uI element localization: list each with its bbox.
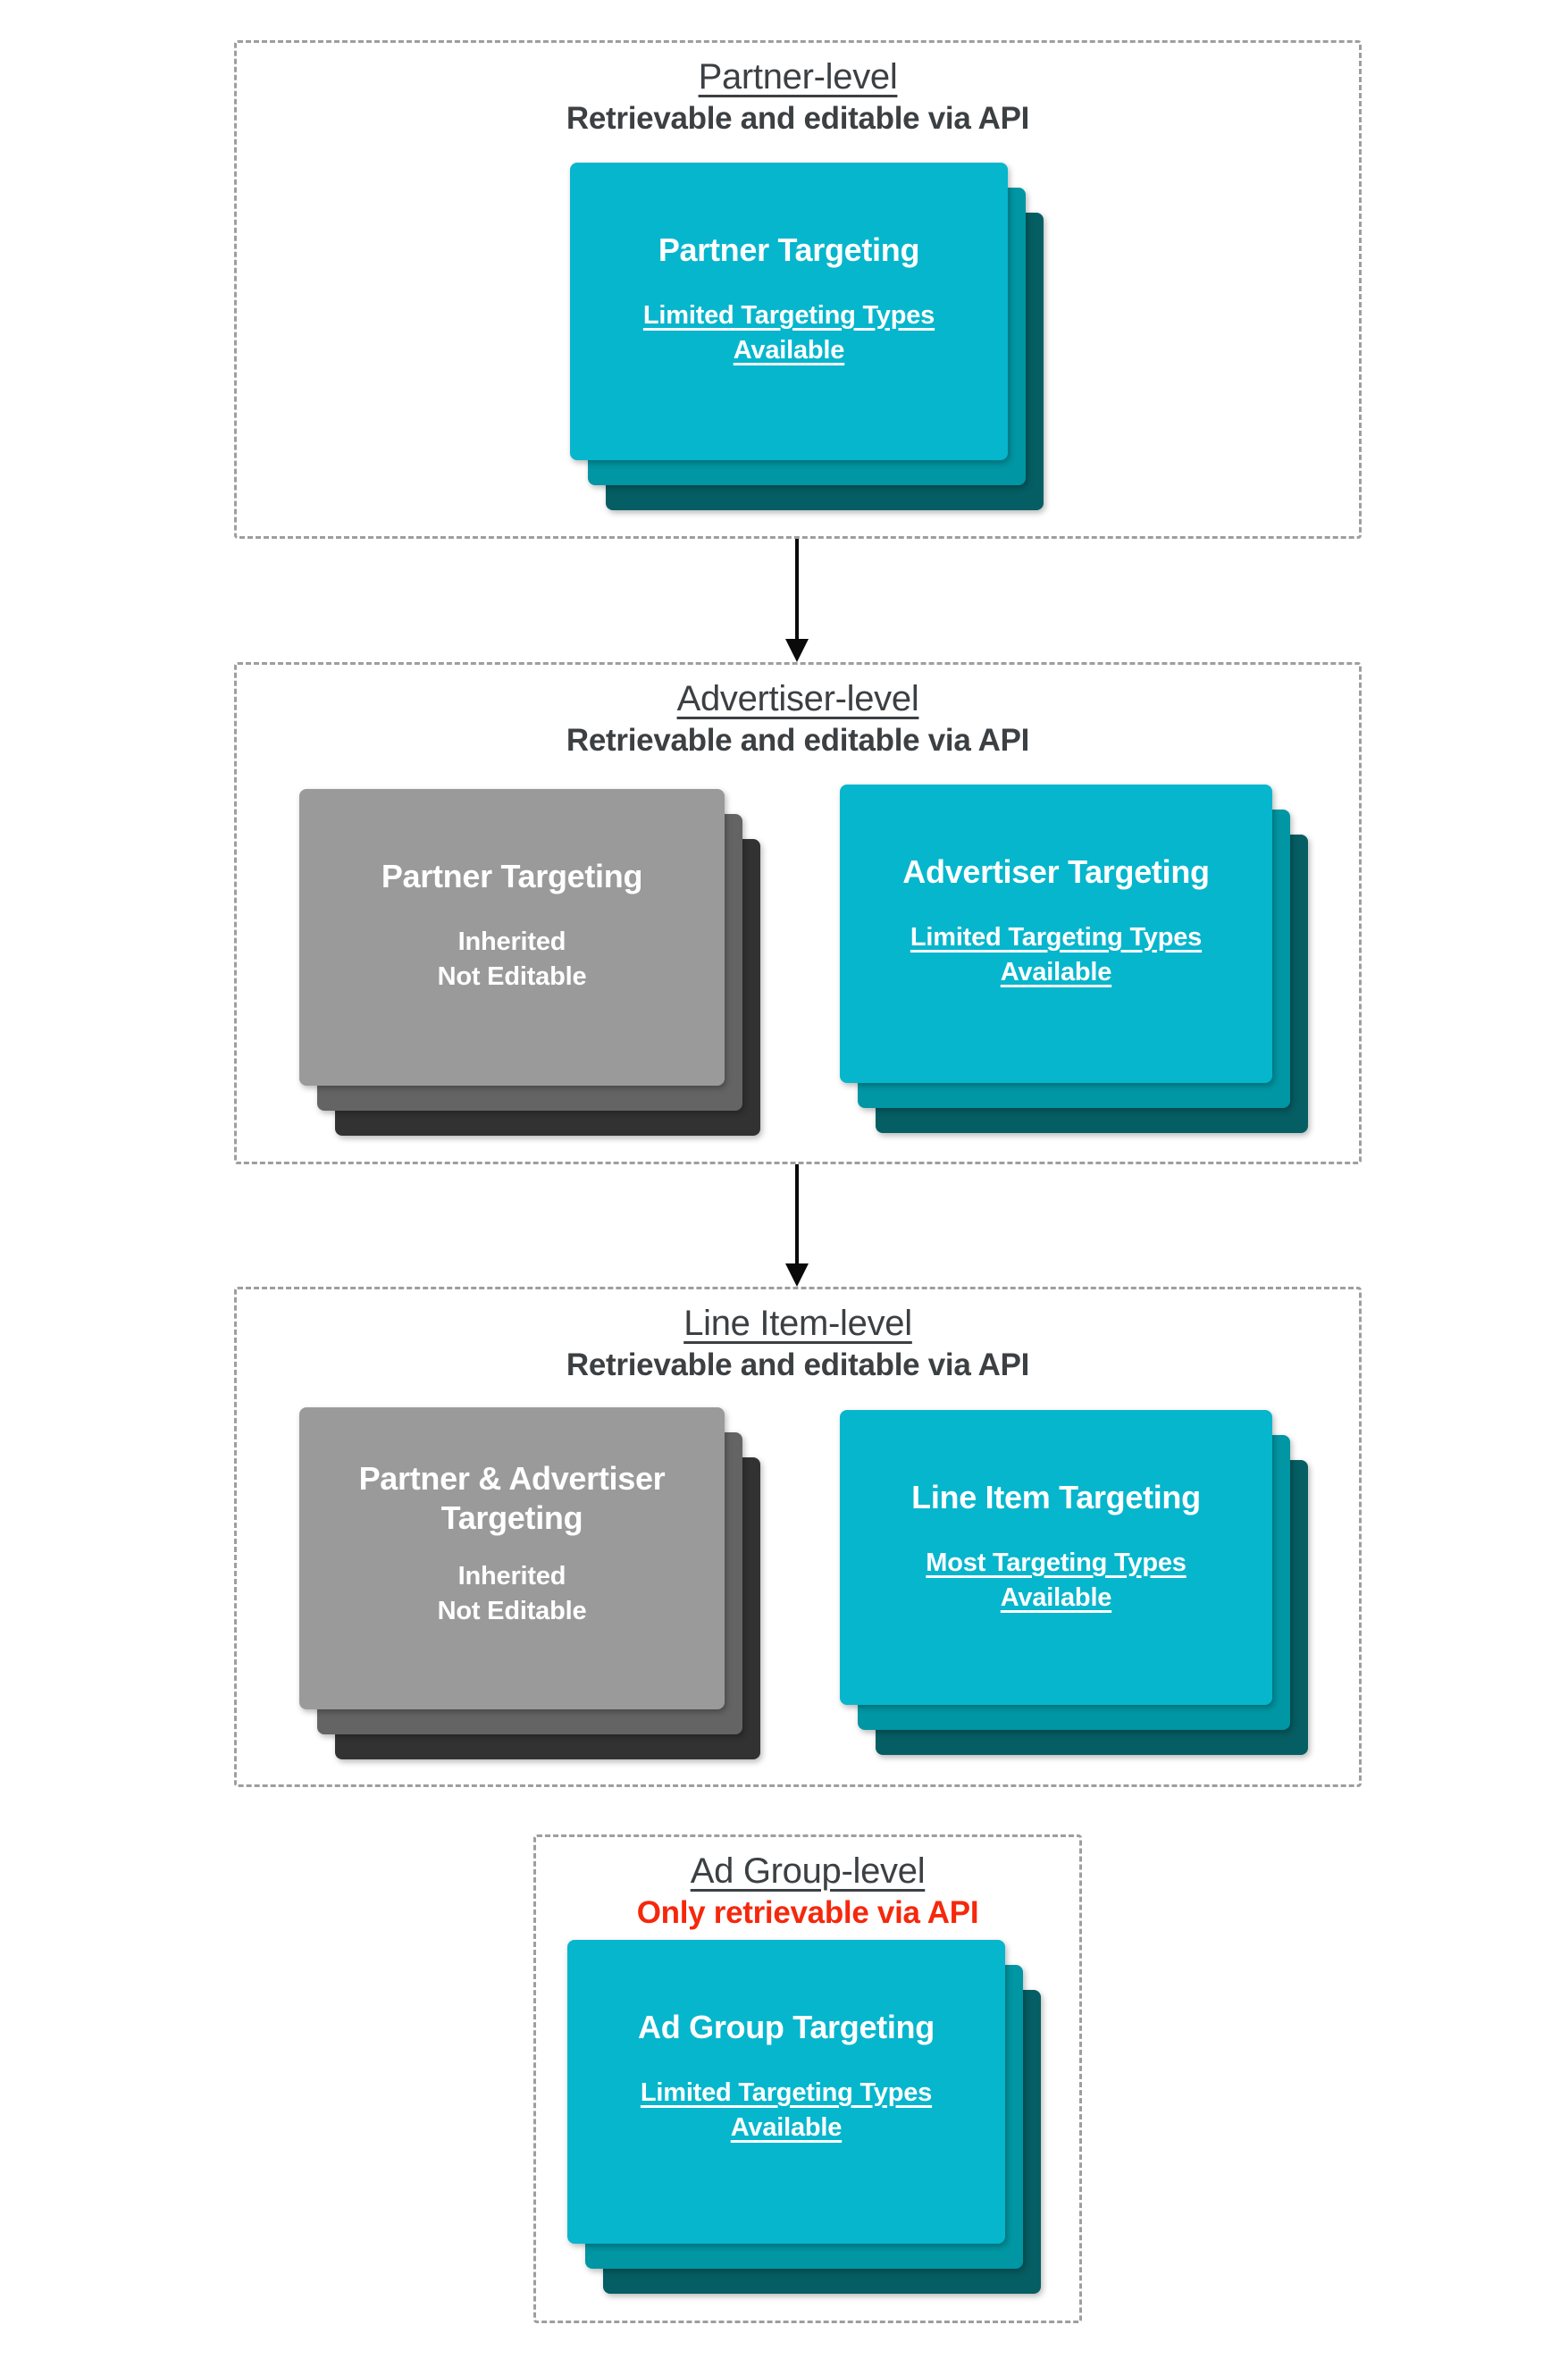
section-subtitle: Retrievable and editable via API: [566, 723, 1030, 758]
card-stack-partner-advertiser-targeting: Partner & Advertiser Targeting Inherited…: [299, 1407, 760, 1759]
card-subtitle-line: Limited Targeting Types: [640, 2078, 933, 2107]
card-stack-partner-targeting-inherited: Partner Targeting Inherited Not Editable: [299, 789, 760, 1136]
card-subtitle-line: Most Targeting Types: [926, 1549, 1186, 1577]
card-title: Line Item Targeting: [911, 1478, 1201, 1517]
card-subtitle-line: Available: [733, 336, 845, 365]
card-subtitle: Limited Targeting Types Available: [641, 2076, 932, 2145]
card-title-line: Partner Targeting: [658, 231, 920, 268]
card-title-line: Ad Group Targeting: [638, 2009, 935, 2045]
arrow-line: [795, 1164, 799, 1265]
card-title: Ad Group Targeting: [638, 2008, 935, 2047]
card-subtitle-line: Available: [1000, 1583, 1112, 1612]
card-subtitle: Inherited Not Editable: [438, 925, 587, 995]
section-ad-group-level: Ad Group-level Only retrievable via API …: [533, 1834, 1082, 2323]
card-subtitle-line: Limited Targeting Types: [642, 301, 935, 330]
section-title: Ad Group-level: [536, 1850, 1079, 1893]
card-title: Advertiser Targeting: [902, 852, 1210, 892]
card-partner-advertiser-targeting: Partner & Advertiser Targeting Inherited…: [299, 1407, 725, 1709]
card-subtitle-line: Inherited: [457, 927, 566, 956]
section-subtitle: Only retrievable via API: [636, 1895, 979, 1930]
section-subtitle: Retrievable and editable via API: [566, 101, 1030, 136]
card-subtitle-line: Limited Targeting Types: [910, 923, 1203, 952]
card-stack-partner-targeting: Partner Targeting Limited Targeting Type…: [570, 163, 1044, 510]
card-subtitle: Inherited Not Editable: [438, 1559, 587, 1629]
card-stack-advertiser-targeting: Advertiser Targeting Limited Targeting T…: [840, 785, 1308, 1133]
section-advertiser-level: Advertiser-level Retrievable and editabl…: [234, 662, 1362, 1164]
arrow-advertiser-to-lineitem: [785, 1164, 809, 1287]
card-subtitle-line: Inherited: [457, 1562, 566, 1591]
card-partner-targeting-inherited: Partner Targeting Inherited Not Editable: [299, 789, 725, 1086]
card-title: Partner & Advertiser Targeting: [359, 1459, 666, 1538]
card-partner-targeting: Partner Targeting Limited Targeting Type…: [570, 163, 1008, 460]
card-subtitle: Limited Targeting Types Available: [643, 298, 935, 368]
arrow-down-icon: [785, 1263, 809, 1287]
card-subtitle: Most Targeting Types Available: [926, 1546, 1186, 1616]
card-title-line: Advertiser Targeting: [902, 853, 1210, 890]
card-title-line: Partner Targeting: [381, 858, 643, 894]
section-title: Advertiser-level: [237, 677, 1359, 720]
card-ad-group-targeting: Ad Group Targeting Limited Targeting Typ…: [567, 1940, 1005, 2244]
section-partner-level: Partner-level Retrievable and editable v…: [234, 40, 1362, 539]
card-advertiser-targeting: Advertiser Targeting Limited Targeting T…: [840, 785, 1272, 1083]
card-stack-line-item-targeting: Line Item Targeting Most Targeting Types…: [840, 1410, 1308, 1755]
section-title-text: Partner-level: [698, 57, 898, 97]
section-title-text: Line Item-level: [683, 1304, 912, 1343]
section-title: Partner-level: [237, 55, 1359, 98]
card-subtitle-line: Not Editable: [437, 1597, 587, 1625]
card-subtitle-line: Not Editable: [437, 962, 587, 991]
card-title: Partner Targeting: [658, 231, 920, 270]
card-title-line: Partner & Advertiser: [358, 1460, 666, 1497]
card-title-line: Targeting: [440, 1499, 583, 1536]
card-title-line: Line Item Targeting: [911, 1479, 1201, 1515]
card-subtitle: Limited Targeting Types Available: [910, 920, 1202, 990]
section-title-text: Ad Group-level: [690, 1851, 926, 1891]
section-subtitle: Retrievable and editable via API: [566, 1347, 1030, 1382]
section-title: Line Item-level: [237, 1302, 1359, 1345]
arrow-down-icon: [785, 639, 809, 662]
arrow-line: [795, 539, 799, 641]
card-subtitle-line: Available: [1000, 958, 1112, 986]
arrow-partner-to-advertiser: [785, 539, 809, 662]
card-title: Partner Targeting: [381, 857, 643, 896]
card-stack-ad-group-targeting: Ad Group Targeting Limited Targeting Typ…: [567, 1940, 1041, 2294]
section-line-item-level: Line Item-level Retrievable and editable…: [234, 1287, 1362, 1787]
card-subtitle-line: Available: [730, 2113, 843, 2142]
section-title-text: Advertiser-level: [676, 679, 919, 718]
card-line-item-targeting: Line Item Targeting Most Targeting Types…: [840, 1410, 1272, 1705]
